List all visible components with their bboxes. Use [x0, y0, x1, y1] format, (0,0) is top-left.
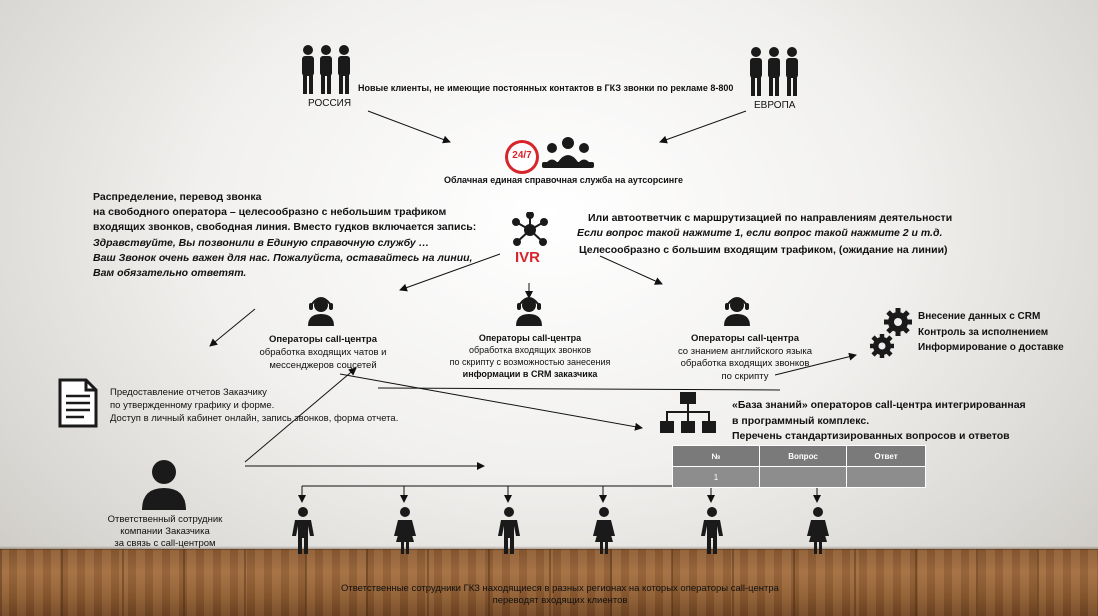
- operators-english-block: Операторы call-центра со знанием английс…: [660, 333, 830, 383]
- op3-line: со знанием английского языка: [677, 345, 813, 357]
- distribution-line-2: на свободного оператора – целесообразно …: [93, 206, 447, 218]
- cloud-service-label: Облачная единая справочная служба на аут…: [444, 175, 683, 185]
- arrow-russia-to-cloud: [367, 110, 451, 144]
- ivr-network-icon: [512, 212, 548, 246]
- person-icon: [394, 507, 416, 554]
- crm-line: Контроль за исполнением: [918, 326, 1049, 338]
- ivr-label: IVR: [515, 249, 541, 266]
- kb-line: «База знаний» операторов call-центра инт…: [732, 399, 1026, 411]
- distribution-line-4: Здравствуйте, Вы позвонили в Единую спра…: [93, 237, 430, 249]
- operators-calls-block: Операторы call-центра обработка входящих…: [430, 332, 630, 380]
- table-header-cell: №: [672, 445, 760, 467]
- op1-line: мессенджеров соцсетей: [269, 360, 377, 371]
- bottom-caption: Ответственные сотрудники ГКЗ находящиеся…: [270, 583, 850, 607]
- op2-line: обработка входящих звонков: [468, 345, 592, 355]
- person-icon: [701, 507, 723, 554]
- op2-line: Операторы call-центра: [478, 333, 582, 343]
- person-icon: [498, 507, 520, 554]
- bottom-caption-line: Ответственные сотрудники ГКЗ находящиеся…: [341, 583, 779, 594]
- distribution-line-5: Ваш Звонок очень важен для нас. Пожалуйс…: [93, 252, 473, 264]
- responsible-line: за связь с call-центром: [114, 538, 216, 549]
- op1-line: Операторы call-центра: [269, 334, 377, 345]
- kb-line: в программный комплекс.: [732, 414, 870, 427]
- op1-line: обработка входящих чатов и: [259, 347, 387, 358]
- table-cell: 1: [672, 466, 760, 488]
- wooden-floor: [0, 549, 1098, 616]
- autoresponder-line-3: Целесообразно с большим входящим трафико…: [579, 244, 948, 256]
- russia-label: РОССИЯ: [308, 98, 352, 109]
- operators-chat-block: Операторы call-центра обработка входящих…: [238, 333, 408, 372]
- reports-block: Предоставление отчетов Заказчику по утве…: [110, 386, 398, 425]
- table-header-cell: Ответ: [846, 445, 926, 467]
- kb-line: Перечень стандартизированных вопросов и …: [732, 430, 1010, 442]
- distribution-line-3: входящих звонков, свободная линия. Вмест…: [93, 221, 477, 233]
- crm-block: Внесение данных с CRM Контроль за исполн…: [918, 309, 1064, 356]
- people-group-icon: [750, 47, 798, 96]
- op3-line: обработка входящих звонков: [680, 358, 810, 369]
- autoresponder-line-2: Если вопрос такой нажмите 1, если вопрос…: [577, 227, 943, 239]
- operator-headset-icon: [516, 297, 542, 326]
- europe-label: ЕВРОПА: [754, 100, 796, 111]
- person-icon: [142, 460, 186, 510]
- new-clients-text: Новые клиенты, не имеющие постоянных кон…: [358, 83, 734, 93]
- responsible-block: Ответственный сотрудник компании Заказчи…: [80, 514, 250, 550]
- autoresponder-line-1: Или автоответчик с маршрутизацией по нап…: [588, 212, 953, 224]
- bottom-caption-line: переводят входящих клиентов: [492, 595, 628, 606]
- arrow-europe-to-cloud: [659, 110, 747, 144]
- table-cell: [759, 466, 847, 488]
- operator-headset-icon: [308, 297, 334, 326]
- person-icon: [807, 507, 829, 554]
- person-icon: [593, 507, 615, 554]
- table-cell: [846, 466, 926, 488]
- knowledge-base-table: № Вопрос Ответ 1: [672, 445, 926, 488]
- hierarchy-icon: [660, 392, 716, 433]
- op2-line: информации в CRM заказчика: [462, 369, 598, 379]
- document-icon: [58, 378, 98, 428]
- person-icon: [292, 507, 314, 554]
- arrow-ivr-to-op3: [599, 255, 663, 285]
- people-group-icon: [542, 137, 594, 168]
- op2-line: по скрипту с возможностью занесения: [449, 357, 611, 367]
- reports-line: по утвержденному графику и форме.: [110, 400, 275, 411]
- crm-line: Информирование о доставке: [918, 342, 1064, 353]
- people-group-icon: [302, 45, 350, 94]
- op3-line: по скрипту: [721, 370, 769, 382]
- knowledge-base-block: «База знаний» операторов call-центра инт…: [732, 398, 1026, 445]
- crm-line: Внесение данных с CRM: [918, 311, 1041, 322]
- distribution-line-1: Распределение, перевод звонка: [93, 191, 262, 203]
- reports-line: Доступ в личный кабинет онлайн, запись з…: [110, 413, 399, 424]
- badge-text: 24/7: [512, 150, 532, 161]
- responsible-line: компании Заказчика: [120, 526, 210, 537]
- floor-edge: [0, 546, 1098, 550]
- table-row: 1: [672, 466, 926, 488]
- 24-7-icon: 24/7: [505, 140, 539, 174]
- reports-line: Предоставление отчетов Заказчику: [110, 387, 267, 398]
- responsible-line: Ответственный сотрудник: [107, 514, 223, 525]
- distribution-line-6: Вам обязательно ответят.: [93, 267, 247, 279]
- gears-icon: [870, 308, 912, 358]
- op3-line: Операторы call-центра: [691, 333, 799, 344]
- operator-headset-icon: [724, 297, 750, 326]
- table-header-cell: Вопрос: [759, 445, 847, 467]
- table-header-row: № Вопрос Ответ: [672, 445, 926, 467]
